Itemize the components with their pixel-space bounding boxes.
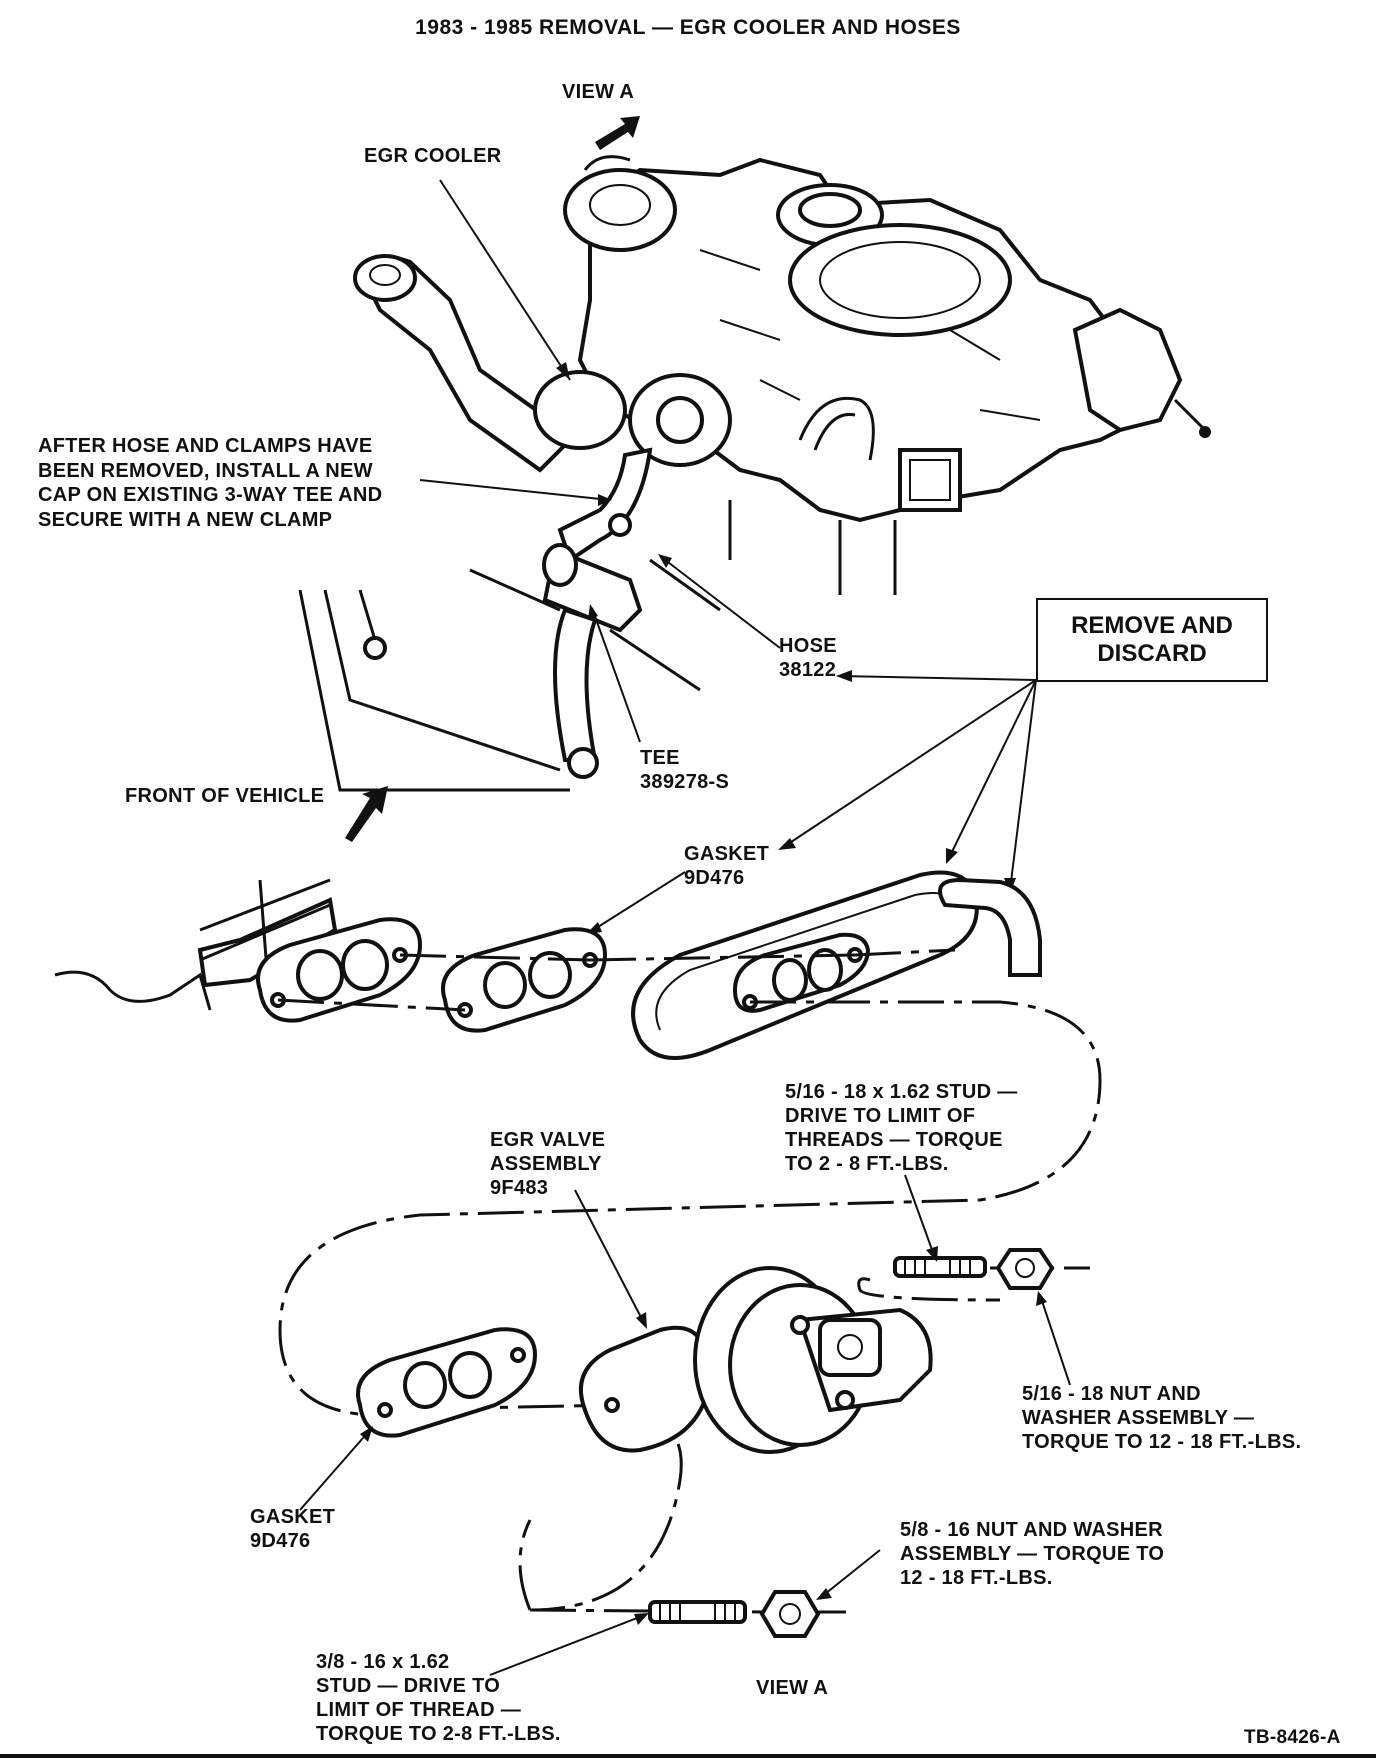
leader-lines-bottom bbox=[299, 1174, 1071, 1676]
view-a-arrow-top bbox=[595, 116, 640, 150]
stud-38-label: 3/8 - 16 x 1.62 STUD — DRIVE TO LIMIT OF… bbox=[316, 1651, 561, 1745]
after-hose-note: AFTER HOSE AND CLAMPS HAVE BEEN REMOVED,… bbox=[38, 435, 383, 531]
carburetor-assembly bbox=[298, 155, 1211, 792]
remove-and-discard-line-2: DISCARD bbox=[1097, 640, 1207, 667]
remove-and-discard-box: REMOVE AND DISCARD bbox=[1036, 598, 1268, 682]
bottom-rule bbox=[0, 1754, 1376, 1758]
nut-516-label: 5/16 - 18 NUT AND WASHER ASSEMBLY — TORQ… bbox=[1022, 1383, 1302, 1453]
remove-and-discard-line-1: REMOVE AND bbox=[1071, 612, 1233, 639]
view-a-label-bottom: VIEW A bbox=[756, 1677, 829, 1699]
diagram-title: 1983 - 1985 REMOVAL — EGR COOLER AND HOS… bbox=[415, 16, 961, 39]
nut-58 bbox=[759, 1590, 821, 1638]
egr-valve-part bbox=[579, 1266, 933, 1454]
egr-cooler-label: EGR COOLER bbox=[364, 145, 502, 167]
leader-lines-top bbox=[419, 179, 1037, 934]
egr-valve-label: EGR VALVE ASSEMBLY 9F483 bbox=[490, 1129, 606, 1199]
nut-58-label: 5/8 - 16 NUT AND WASHER ASSEMBLY — TORQU… bbox=[900, 1519, 1165, 1589]
manifold-flange bbox=[54, 878, 423, 1023]
front-of-vehicle-label: FRONT OF VEHICLE bbox=[125, 785, 325, 807]
stud-38 bbox=[648, 1600, 747, 1624]
gasket-bottom bbox=[356, 1327, 538, 1438]
egr-cooler-part bbox=[631, 870, 1042, 1060]
front-of-vehicle-arrow bbox=[345, 786, 388, 842]
hose-label: HOSE 38122 bbox=[779, 635, 837, 681]
gasket-bottom-label: GASKET 9D476 bbox=[250, 1506, 336, 1552]
view-a-label-top: VIEW A bbox=[562, 81, 635, 103]
tee-label: TEE 389278-S bbox=[640, 747, 730, 793]
stud-516-label: 5/16 - 18 x 1.62 STUD — DRIVE TO LIMIT O… bbox=[785, 1081, 1018, 1175]
gasket-top-label: GASKET 9D476 bbox=[684, 843, 770, 889]
stud-516 bbox=[893, 1256, 987, 1278]
nut-516 bbox=[995, 1248, 1055, 1290]
gasket-top bbox=[441, 927, 608, 1033]
figure-id: TB-8426-A bbox=[1244, 1727, 1341, 1748]
